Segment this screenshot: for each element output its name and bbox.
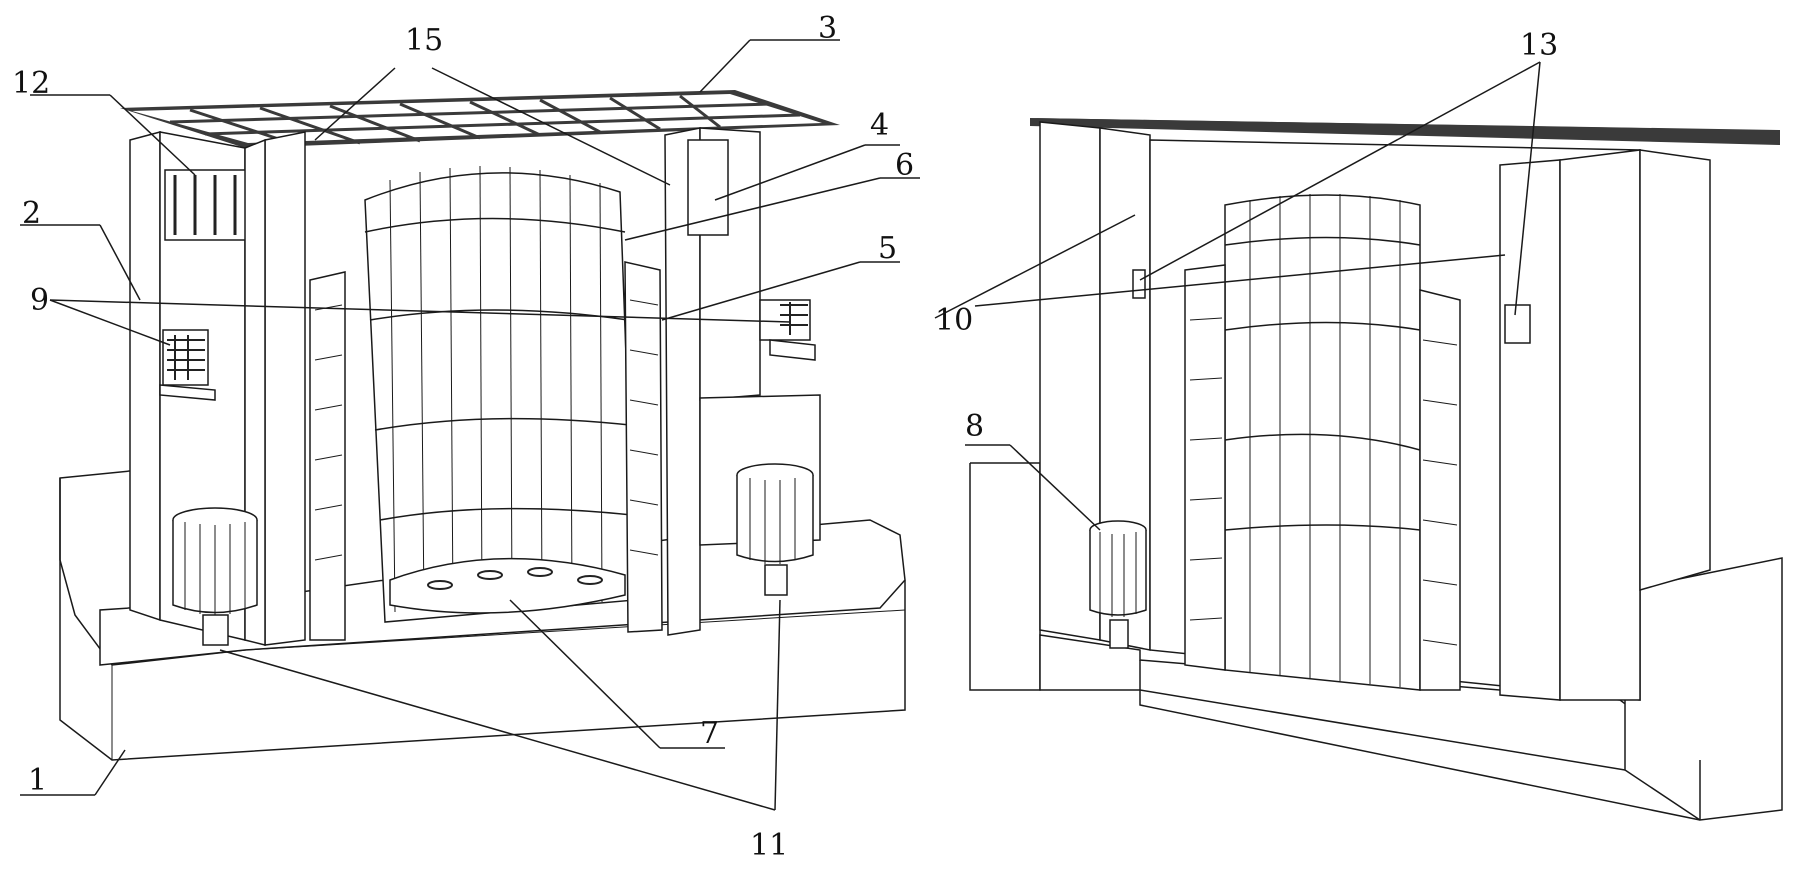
- left-column: [264, 131, 306, 646]
- central-vessel: [364, 165, 636, 623]
- label-5: 5: [878, 231, 897, 266]
- label-10: 10: [935, 303, 973, 338]
- label-4: 4: [870, 108, 889, 143]
- label-12: 12: [12, 66, 50, 101]
- label-8: 8: [965, 409, 984, 444]
- left-assembly: [20, 39, 920, 811]
- label-2: 2: [22, 196, 41, 231]
- label-9: 9: [30, 283, 49, 318]
- label-7: 7: [700, 716, 719, 751]
- right-drum: [736, 463, 814, 596]
- label-15: 15: [405, 23, 443, 58]
- right-leader-lines: [934, 61, 1541, 531]
- right-assembly: [934, 61, 1783, 821]
- left-leader-lines: [20, 39, 920, 811]
- label-3: 3: [818, 11, 837, 46]
- label-1: 1: [28, 763, 47, 798]
- label-13: 13: [1520, 28, 1558, 63]
- left-drum: [172, 507, 258, 646]
- label-11: 11: [750, 828, 788, 863]
- label-6: 6: [895, 148, 914, 183]
